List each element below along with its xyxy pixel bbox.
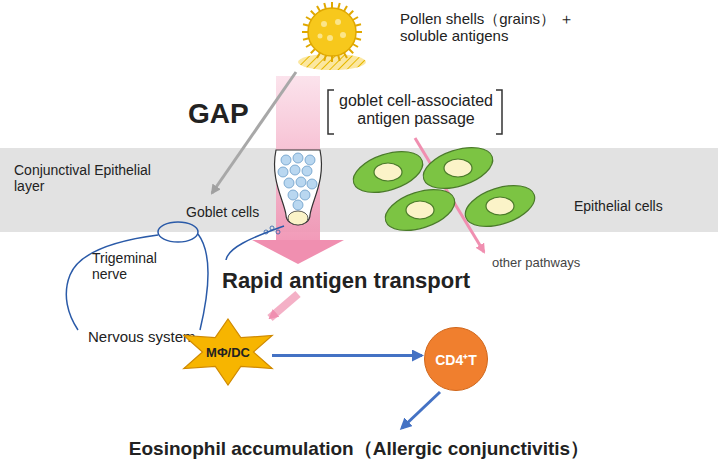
pollen-grain: [308, 8, 356, 56]
nerve-vesicles: [264, 226, 280, 234]
t-cell-circle: CD4⁺T: [424, 327, 488, 391]
label: Nervous system: [88, 328, 196, 345]
gap-arrow-head: [252, 240, 344, 264]
label: Pollen shells（grains） ＋soluble antigens: [400, 10, 600, 45]
label: goblet cell-associated antigen passage: [338, 92, 494, 129]
macrophage-star: MΦ/DC: [176, 318, 280, 386]
goblet-granules: [278, 153, 317, 210]
label: Epithelial cells: [574, 198, 663, 214]
gap-arrow-shaft: [276, 76, 320, 242]
bracket: [328, 90, 502, 134]
node-text: MΦ/DC: [206, 345, 250, 360]
node-text: CD4⁺T: [435, 350, 477, 369]
pollen-pores: [318, 19, 347, 41]
label: Eosinophil accumulation（Allergic conjunc…: [0, 438, 718, 460]
epithelial-cells: [348, 140, 540, 238]
label: Conjunctival Epithelial layer: [14, 162, 164, 194]
goblet-cell: [275, 150, 322, 225]
goblet-nucleus: [288, 211, 308, 225]
eosinophil-arrow: [402, 392, 440, 428]
pollen-spikes: [302, 2, 362, 62]
label: Goblet cells: [186, 204, 259, 220]
label: other pathways: [492, 256, 580, 271]
label: Rapid antigen transport: [222, 268, 470, 293]
transport-arrow: [270, 294, 298, 318]
epithelial-band: [0, 148, 718, 232]
label: GAP: [188, 98, 249, 130]
nerve-arrow: [212, 72, 296, 193]
label: Trigeminal nerve: [92, 250, 188, 282]
activation-arrow: [272, 354, 422, 357]
